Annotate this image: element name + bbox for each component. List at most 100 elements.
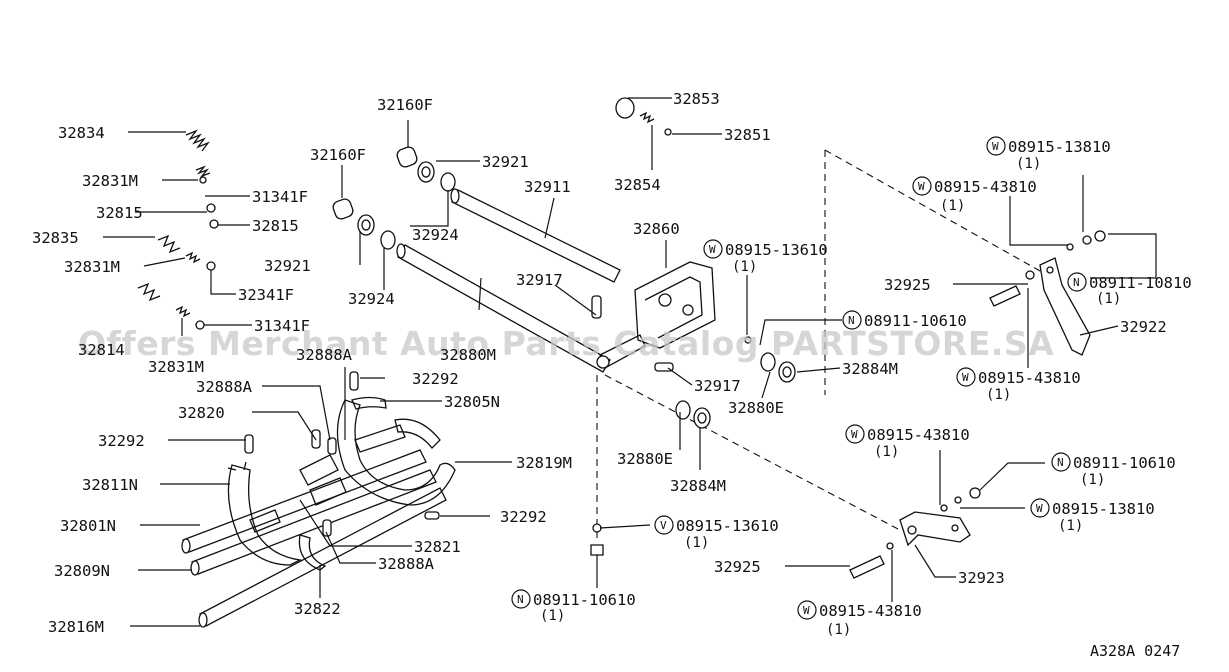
hardware-qty: (1) [986, 387, 1011, 403]
label-32341f: 32341F [238, 286, 294, 304]
reference-lines [596, 149, 1066, 540]
hardware-qty: (1) [1058, 518, 1083, 534]
nut-letter: N [848, 314, 855, 327]
hardware-number: 08911-10610 [1073, 454, 1176, 472]
nut-letter: N [517, 593, 524, 606]
hardware-w-08915-43810-d: W 08915-43810 (1) [797, 600, 922, 638]
label-32917-a: 32917 [516, 271, 563, 289]
hardware-number: 08915-43810 [819, 602, 922, 620]
hardware-n-08911-10610-b: N 08911-10610 (1) [1051, 452, 1176, 488]
hardware-qty: (1) [1016, 156, 1041, 172]
label-32160f-a: 32160F [377, 96, 433, 114]
hardware-number: 08911-10810 [1089, 274, 1192, 292]
hardware-number: 08915-13610 [725, 241, 828, 259]
label-32888a-a: 32888A [296, 346, 353, 364]
washer-icon [956, 367, 976, 387]
hardware-qty: (1) [540, 608, 565, 624]
hardware-number: 08915-13810 [1008, 138, 1111, 156]
label-32292-c: 32292 [500, 508, 547, 526]
label-32884m-a: 32884M [842, 360, 898, 378]
washer-letter: W [851, 428, 858, 441]
detent-parts [137, 97, 672, 330]
label-32814: 32814 [78, 341, 125, 359]
shift-rods [181, 188, 621, 628]
washer-letter: W [803, 604, 810, 617]
washer-icon [1030, 498, 1050, 518]
hardware-number: 08911-10610 [864, 312, 967, 330]
hardware-v-08915-13610-b: V 08915-13610 (1) [654, 515, 779, 551]
hardware-w-08915-13810-a: W 08915-13810 (1) [986, 136, 1111, 172]
washer-icon [845, 424, 865, 444]
label-32805n: 32805N [444, 393, 500, 411]
label-32922: 32922 [1120, 318, 1167, 336]
label-32888a-b: 32888A [196, 378, 253, 396]
label-32924-b: 32924 [348, 290, 395, 308]
label-32831m-a: 32831M [82, 172, 138, 190]
nut-letter: N [1057, 456, 1064, 469]
figure-code: A328A 0247 [1090, 642, 1180, 660]
label-32923: 32923 [958, 569, 1005, 587]
hardware-qty: (1) [732, 259, 757, 275]
washer-letter: W [962, 371, 969, 384]
label-32880m: 32880M [440, 346, 496, 364]
label-32831m-b: 32831M [64, 258, 120, 276]
label-32811n: 32811N [82, 476, 138, 494]
label-32820: 32820 [178, 404, 225, 422]
washer-icon [703, 239, 723, 259]
watermark: Offers Merchant Auto Parts Catalog PARTS… [78, 324, 1054, 363]
nut-letter: N [1073, 276, 1080, 289]
hardware-number: 08915-13810 [1052, 500, 1155, 518]
label-32821: 32821 [414, 538, 461, 556]
hardware-n-08911-10610-c: N 08911-10610 (1) [511, 589, 636, 624]
label-32815-b: 32815 [252, 217, 299, 235]
label-32834: 32834 [58, 124, 105, 142]
label-32851: 32851 [724, 126, 771, 144]
leader-lines [103, 97, 1157, 627]
nut-icon [1051, 452, 1071, 472]
label-31341f-b: 31341F [254, 317, 310, 335]
hardware-number: 08915-43810 [978, 369, 1081, 387]
label-32921-b: 32921 [264, 257, 311, 275]
label-32854: 32854 [614, 176, 661, 194]
bracket-32860 [596, 261, 716, 369]
label-32809n: 32809N [54, 562, 110, 580]
label-32911: 32911 [524, 178, 571, 196]
hardware-number: 08911-10610 [533, 591, 636, 609]
seals [332, 146, 796, 429]
label-32831m-c: 32831M [148, 358, 204, 376]
washer-icon [912, 176, 932, 196]
hardware-w-08915-43810-c: W 08915-43810 (1) [845, 424, 970, 460]
label-32853: 32853 [673, 90, 720, 108]
label-32801n: 32801N [60, 517, 116, 535]
label-32880e-a: 32880E [728, 399, 784, 417]
label-32921-a: 32921 [482, 153, 529, 171]
label-32815-a: 32815 [96, 204, 143, 222]
hardware-qty: (1) [826, 622, 851, 638]
label-32884m-b: 32884M [670, 477, 726, 495]
hardware-qty: (1) [684, 535, 709, 551]
washer-icon [986, 136, 1006, 156]
washer-letter: W [918, 180, 925, 193]
hardware-number: 08915-13610 [676, 517, 779, 535]
nut-icon [511, 589, 531, 609]
label-32917-b: 32917 [694, 377, 741, 395]
hardware-qty: (1) [1080, 472, 1105, 488]
washer-icon [797, 600, 817, 620]
hardware-n-08911-10610-a: N 08911-10610 [842, 310, 967, 330]
hardware-w-08915-43810-b: W 08915-43810 (1) [956, 367, 1081, 403]
hardware-labels: W 08915-13810 (1) W 08915-43810 (1) N 08… [511, 136, 1192, 638]
washer-letter: W [992, 140, 999, 153]
hardware-qty: (1) [874, 444, 899, 460]
hardware-n-08911-10810-a: N 08911-10810 (1) [1067, 272, 1192, 307]
shift-forks [227, 396, 456, 571]
hardware-qty: (1) [1096, 291, 1121, 307]
hardware-number: 08915-43810 [867, 426, 970, 444]
label-32835: 32835 [32, 229, 79, 247]
washer-letter: V [660, 519, 667, 532]
label-32819m: 32819M [516, 454, 572, 472]
label-32816m: 32816M [48, 618, 104, 636]
link-32923 [590, 336, 981, 579]
label-32925-b: 32925 [714, 558, 761, 576]
label-32292-b: 32292 [98, 432, 145, 450]
